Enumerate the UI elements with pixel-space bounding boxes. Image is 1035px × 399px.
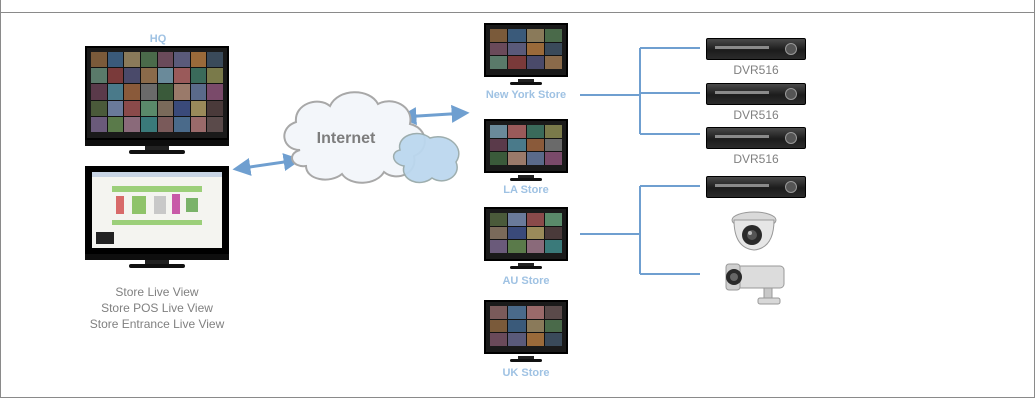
internet-cloud-icon <box>283 91 460 184</box>
dvr-icon <box>706 127 806 149</box>
uk-store-monitor <box>484 300 568 364</box>
hq-caption-line-1: Store Live View <box>115 285 199 299</box>
la-store-label: LA Store <box>503 184 549 196</box>
au-store-label: AU Store <box>502 275 550 287</box>
dvr-label-2: DVR516 <box>733 108 779 122</box>
dvr-icon <box>706 83 806 105</box>
hq-label: HQ <box>149 33 167 45</box>
hq-caption-line-3: Store Entrance Live View <box>89 317 225 331</box>
new-york-store-label: New York Store <box>485 89 567 101</box>
dvr-icon <box>706 176 806 198</box>
internet-store-arrow <box>398 104 470 126</box>
top-border <box>0 12 1035 13</box>
dome-camera-icon <box>731 211 777 251</box>
new-york-store-monitor <box>484 23 568 87</box>
la-store-monitor <box>484 119 568 183</box>
internet-label: Internet <box>316 130 376 147</box>
dvr-label-3: DVR516 <box>733 152 779 166</box>
dvr-icon <box>706 38 806 60</box>
hq-client-software-monitor <box>85 166 229 274</box>
dvr-label-1: DVR516 <box>733 63 779 77</box>
uk-store-label: UK Store <box>502 367 550 379</box>
hq-internet-arrow <box>232 153 302 176</box>
bullet-camera-icon <box>725 263 785 305</box>
hq-caption-line-2: Store POS Live View <box>101 301 213 315</box>
au-store-monitor <box>484 207 568 271</box>
hq-video-wall-monitor <box>85 46 229 154</box>
